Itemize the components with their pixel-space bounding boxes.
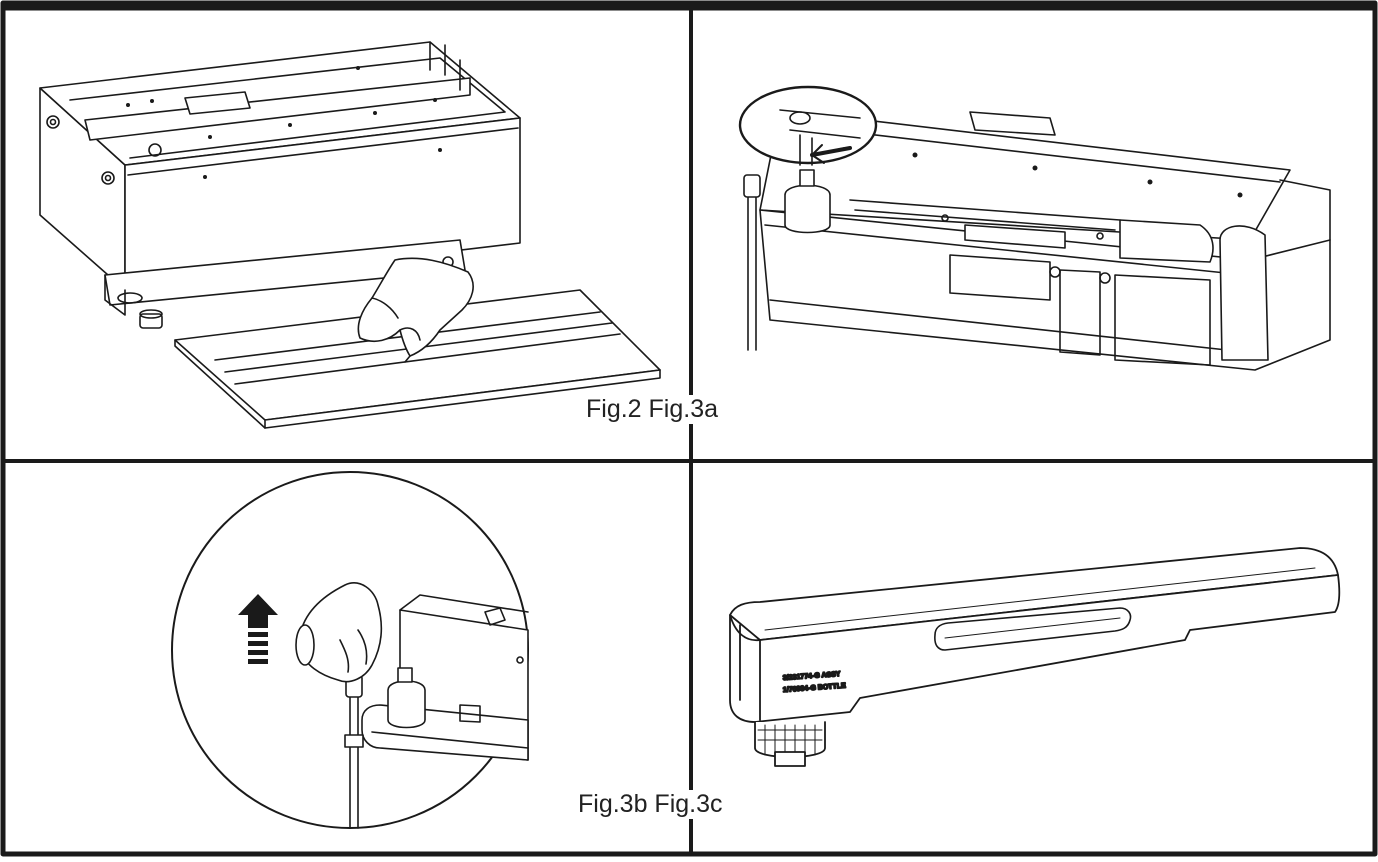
fig3c-illustration: 3/231774-G ASSY 1/76934-G BOTTLE bbox=[729, 547, 1341, 767]
fig2-illustration bbox=[39, 41, 661, 429]
fig3b-illustration bbox=[171, 471, 529, 829]
fig3a-illustration bbox=[738, 85, 1331, 371]
caption-fig3b-fig3c: Fig.3b Fig.3c bbox=[576, 790, 725, 819]
caption-fig2-fig3a: Fig.2 Fig.3a bbox=[584, 395, 721, 424]
